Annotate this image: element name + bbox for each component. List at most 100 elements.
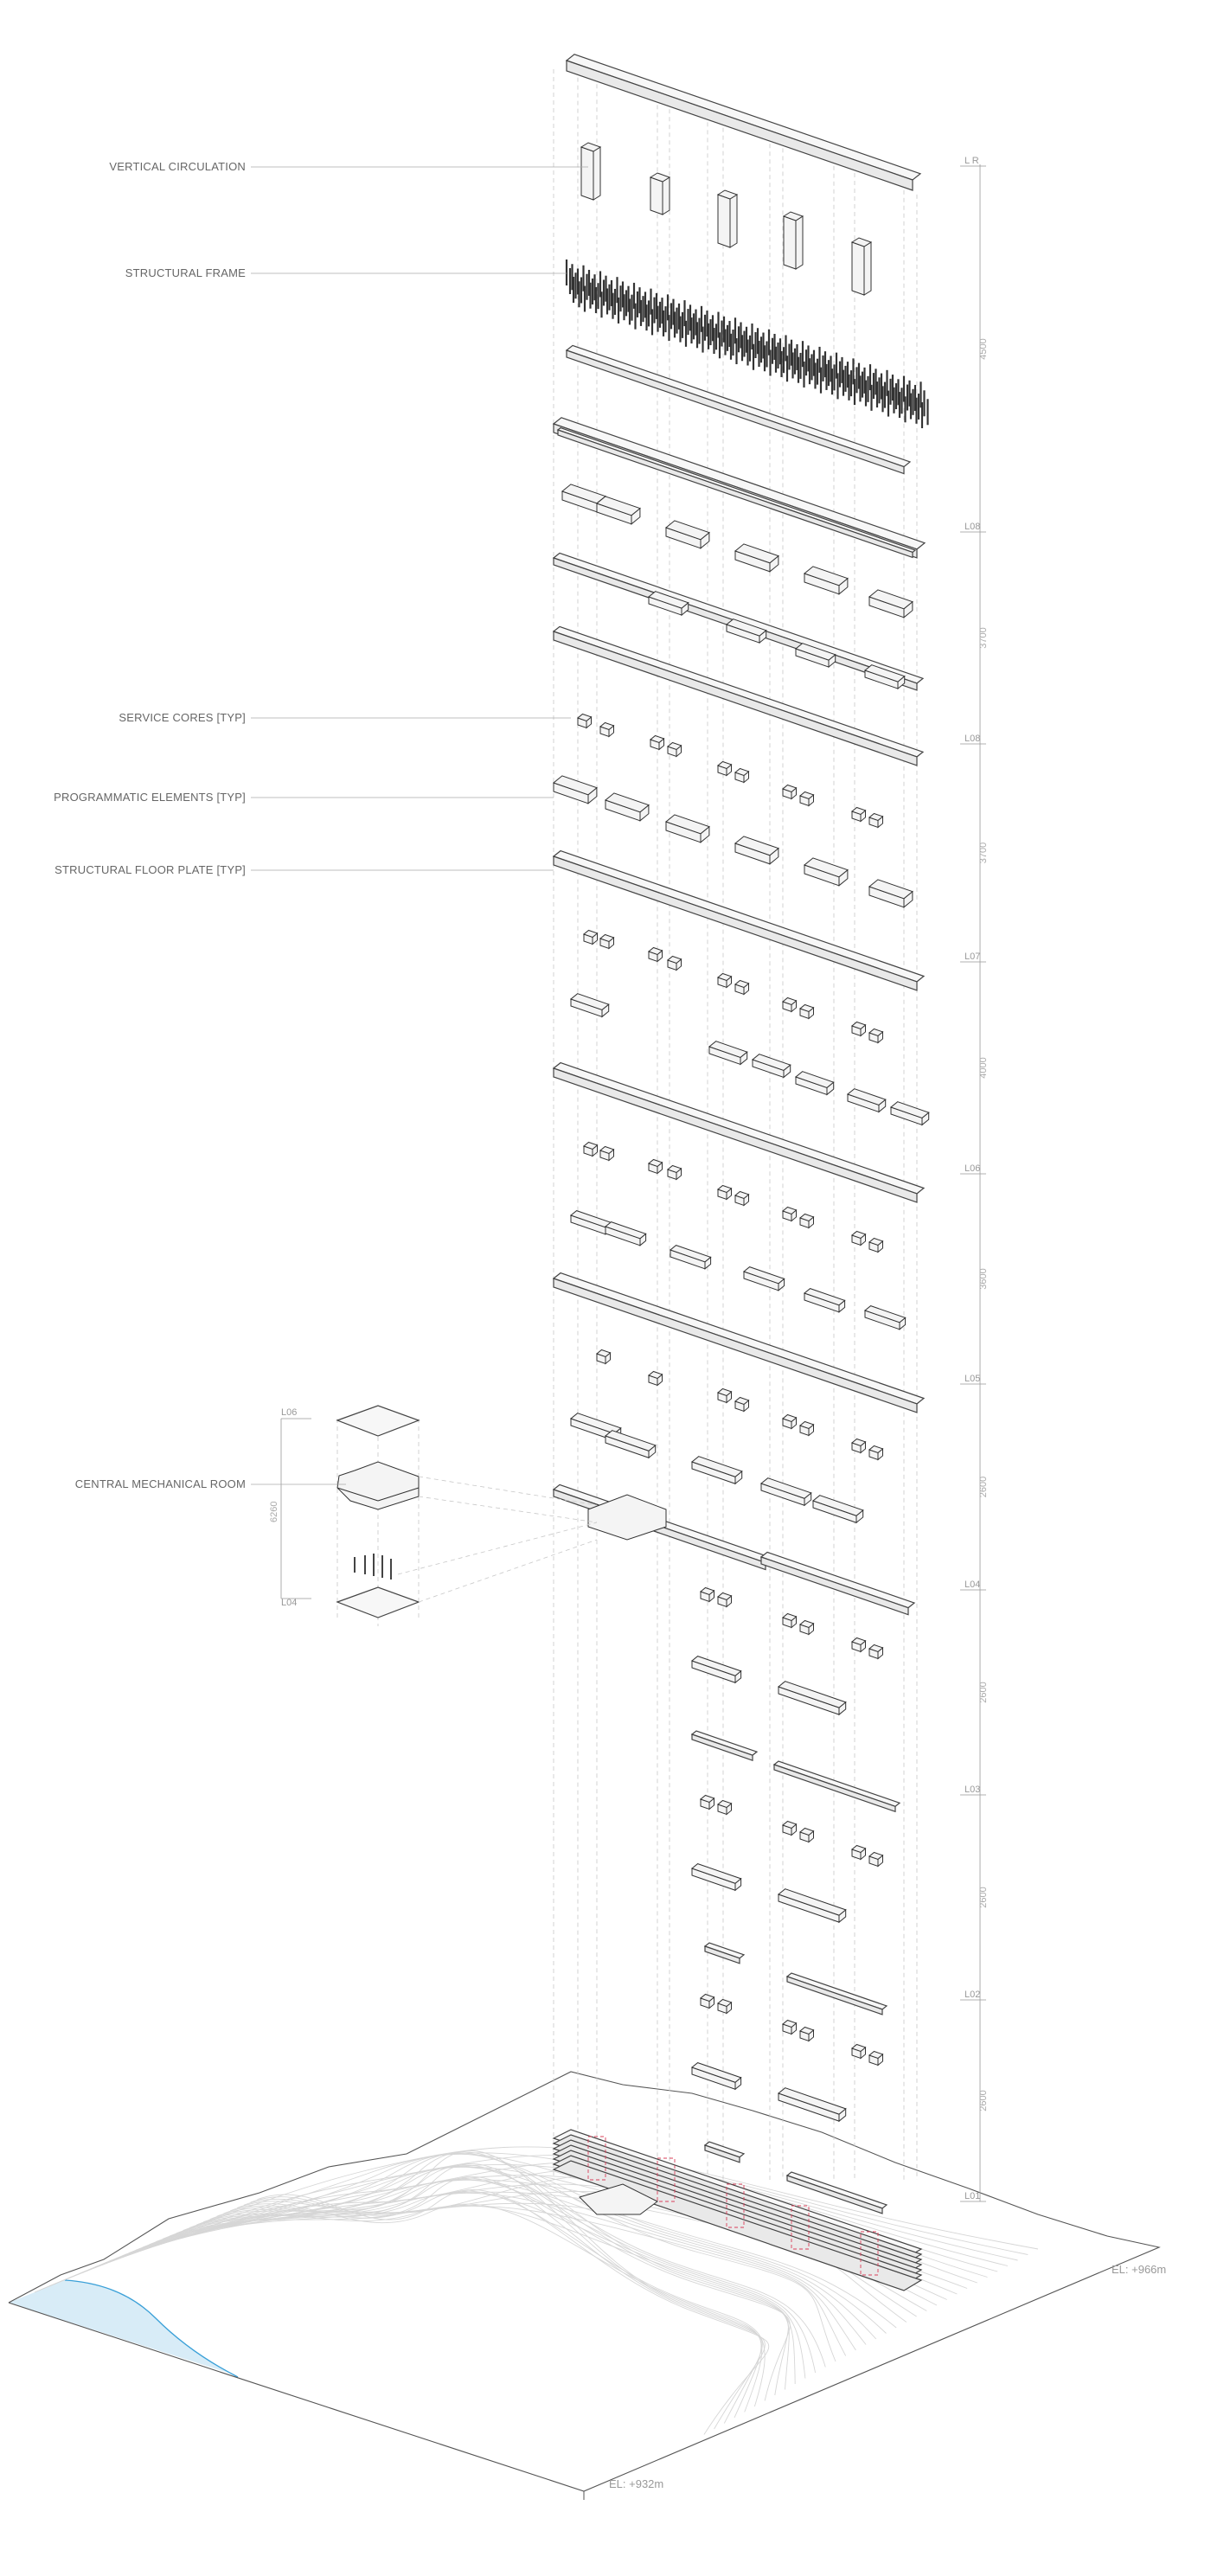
central-mechanical-room bbox=[587, 1494, 667, 1541]
service-core bbox=[868, 1851, 884, 1868]
service-core bbox=[599, 933, 615, 950]
label-central-mechanical-room: CENTRAL MECHANICAL ROOM bbox=[75, 1477, 246, 1490]
circulation-core bbox=[850, 237, 873, 296]
inset-mech-room bbox=[336, 1461, 420, 1510]
service-core bbox=[798, 1827, 815, 1843]
dimension-label: 2600 bbox=[978, 2090, 989, 2111]
service-core bbox=[699, 1794, 715, 1810]
service-core bbox=[716, 760, 733, 777]
service-core bbox=[781, 784, 798, 800]
dimension-label: 3600 bbox=[978, 1268, 989, 1289]
elevation-south: EL: +932m bbox=[609, 2477, 663, 2490]
service-core bbox=[781, 996, 798, 1013]
programmatic-element bbox=[604, 1430, 657, 1459]
base-building bbox=[552, 2129, 923, 2291]
floor-plate-l06 bbox=[552, 1061, 926, 1203]
programmatic-element bbox=[868, 879, 913, 908]
callouts: VERTICAL CIRCULATION STRUCTURAL FRAME SE… bbox=[54, 160, 588, 1490]
inset-top-slab bbox=[336, 1405, 420, 1437]
service-core bbox=[599, 721, 615, 738]
programmatic-element bbox=[803, 1288, 846, 1313]
programmatic-element bbox=[889, 1101, 930, 1126]
programmatic-element bbox=[863, 664, 906, 690]
inset-columns bbox=[354, 1554, 392, 1580]
floor-plate-l02-east bbox=[785, 1972, 888, 2015]
dimension-label: 2600 bbox=[978, 1887, 989, 1907]
service-core bbox=[850, 1844, 867, 1861]
service-core bbox=[798, 2026, 815, 2042]
service-core bbox=[647, 1158, 663, 1175]
service-core bbox=[734, 979, 750, 996]
level-label: L07 bbox=[964, 952, 980, 962]
programmatic-element bbox=[811, 1495, 864, 1524]
dimension-label: 3700 bbox=[978, 843, 989, 863]
floor-plate-l03-east bbox=[772, 1760, 901, 1813]
service-core bbox=[649, 734, 665, 751]
programmatic-element bbox=[569, 993, 610, 1018]
service-core bbox=[850, 2043, 867, 2060]
programmatic-element bbox=[734, 836, 779, 865]
programmatic-element bbox=[664, 814, 710, 843]
programmatic-element bbox=[759, 1477, 812, 1507]
service-core bbox=[781, 2019, 798, 2035]
service-core bbox=[850, 1230, 867, 1246]
service-core bbox=[798, 1003, 815, 1020]
level-label: L06 bbox=[964, 1163, 980, 1174]
programmatic-element bbox=[777, 2087, 847, 2123]
floor-plate-l08 bbox=[552, 625, 925, 766]
programmatic-element bbox=[751, 1054, 791, 1079]
label-vertical-circulation: VERTICAL CIRCULATION bbox=[109, 160, 246, 173]
level-label: L08 bbox=[964, 734, 980, 744]
service-core bbox=[716, 1799, 733, 1816]
structural-frame-columns bbox=[565, 260, 929, 429]
label-service-cores: SERVICE CORES [TYP] bbox=[119, 711, 246, 724]
circulation-core bbox=[716, 189, 739, 248]
programmatic-element bbox=[846, 1088, 887, 1113]
service-core bbox=[716, 1592, 733, 1608]
level-scale: L RL08L08L07L06L05L04L03L02L014500370037… bbox=[960, 156, 989, 2202]
service-core bbox=[868, 1237, 884, 1253]
programmatic-element bbox=[690, 1456, 743, 1485]
inset-top-level: L06 bbox=[281, 1407, 297, 1418]
level-label: L03 bbox=[964, 1785, 980, 1795]
programmatic-element bbox=[777, 1681, 847, 1716]
service-core bbox=[599, 1145, 615, 1162]
programmatic-element bbox=[803, 857, 849, 887]
inset-bottom-level: L04 bbox=[281, 1598, 297, 1608]
programmatic-element bbox=[803, 566, 849, 595]
inset-bottom-slab bbox=[336, 1586, 420, 1618]
water-body bbox=[9, 2280, 234, 2374]
circulation-core bbox=[649, 172, 671, 215]
service-core bbox=[868, 1028, 884, 1044]
programmatic-element bbox=[690, 2062, 742, 2091]
service-core bbox=[716, 1998, 733, 2015]
service-core bbox=[781, 1820, 798, 1836]
service-core bbox=[716, 1387, 733, 1404]
programmatic-element bbox=[669, 1245, 712, 1270]
floor-plate-l01-east bbox=[785, 2171, 888, 2214]
programmatic-element bbox=[552, 775, 598, 804]
service-core bbox=[647, 946, 663, 963]
terrain bbox=[8, 2071, 1161, 2500]
water-edge bbox=[64, 2279, 239, 2378]
label-structural-frame: STRUCTURAL FRAME bbox=[125, 266, 246, 279]
programmatic-element bbox=[777, 1888, 847, 1924]
level-label: L05 bbox=[964, 1374, 980, 1384]
programmatic-element bbox=[725, 618, 767, 644]
floor-plate-l04-east bbox=[759, 1551, 916, 1616]
inset-dimension: 6260 bbox=[269, 1502, 279, 1522]
programmatic-element bbox=[863, 1305, 907, 1330]
roof-slab bbox=[565, 54, 922, 191]
service-core bbox=[781, 1612, 798, 1629]
level-label: L04 bbox=[964, 1580, 980, 1590]
service-core bbox=[734, 767, 750, 784]
label-structural-floor-plate: STRUCTURAL FLOOR PLATE [TYP] bbox=[54, 863, 246, 876]
service-core bbox=[850, 1021, 867, 1037]
programmatic-element bbox=[647, 591, 689, 617]
service-core bbox=[647, 1370, 663, 1387]
floor-plate-l02-west bbox=[703, 1942, 746, 1964]
floor-plate-upper-2b bbox=[556, 426, 917, 559]
service-core bbox=[781, 1413, 798, 1430]
terrain-outline bbox=[8, 2071, 1161, 2492]
